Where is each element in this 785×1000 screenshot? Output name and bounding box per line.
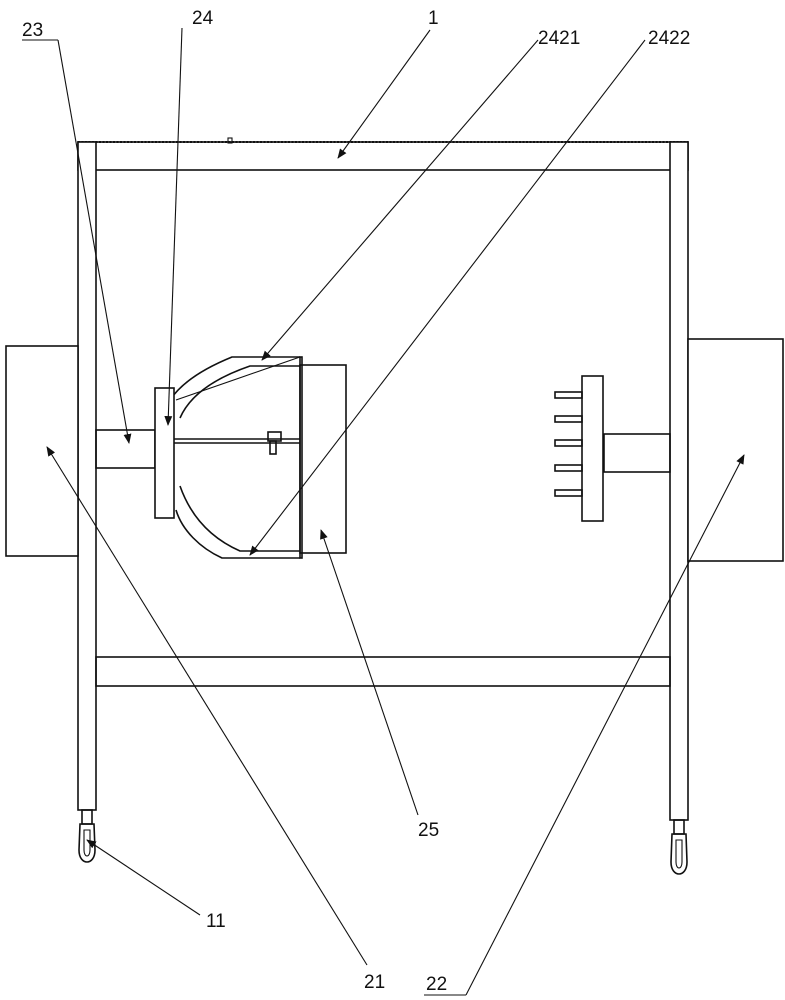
comb-plate [581, 375, 604, 522]
rod-bolt-stem [269, 440, 277, 455]
label-22: 22 [426, 974, 447, 995]
comb-pin [554, 464, 583, 472]
leader-24 [164, 27, 183, 426]
label-23: 23 [22, 20, 43, 41]
clamp-plate-24 [154, 387, 175, 519]
upper-jaw-chord [175, 356, 301, 401]
leader-22 [465, 454, 745, 996]
label-2421: 2421 [538, 28, 580, 49]
hook-neck [81, 809, 93, 825]
bottom-rail [95, 656, 671, 687]
label-1: 1 [428, 8, 439, 29]
comb-pin [554, 391, 583, 399]
leader-1 [337, 29, 431, 159]
right-side-box [687, 338, 784, 562]
comb-pin [554, 415, 583, 423]
label-11: 11 [206, 911, 226, 932]
left-clamp-assembly [154, 356, 347, 559]
leader-2421 [261, 39, 539, 361]
right-shaft [603, 433, 671, 473]
label-21: 21 [364, 972, 385, 993]
top-rail [77, 141, 689, 171]
leader-11 [86, 839, 201, 916]
leader-23 [57, 39, 132, 444]
comb-pins [554, 391, 583, 497]
right-post [669, 141, 689, 821]
lower-curved-jaw [175, 509, 300, 559]
left-side-box [5, 345, 79, 557]
hook-loop [670, 833, 688, 875]
hook-loop [78, 823, 96, 863]
leader-21 [46, 446, 368, 966]
label-25: 25 [418, 820, 439, 841]
comb-pin [554, 489, 583, 497]
top-rail-clip [227, 137, 233, 144]
left-shaft [95, 429, 156, 469]
left-hook [78, 809, 96, 863]
label-24: 24 [192, 8, 214, 29]
right-hook [670, 819, 688, 875]
hook-loop-inner [675, 839, 683, 869]
hook-neck [673, 819, 685, 835]
label-2422: 2422 [648, 28, 690, 49]
right-comb-assembly [554, 375, 671, 522]
leader-25 [320, 529, 419, 816]
housing-inner-strip [299, 356, 303, 559]
lower-curved-jaw-inner [179, 485, 300, 552]
upper-curved-jaw-inner [179, 365, 300, 419]
reference-labels: 23 24 1 2421 2422 25 11 21 22 [22, 8, 690, 995]
leader-2422 [249, 39, 646, 556]
hook-loop-inner [83, 829, 91, 857]
comb-pin [554, 439, 583, 447]
leader-lines [22, 27, 745, 996]
